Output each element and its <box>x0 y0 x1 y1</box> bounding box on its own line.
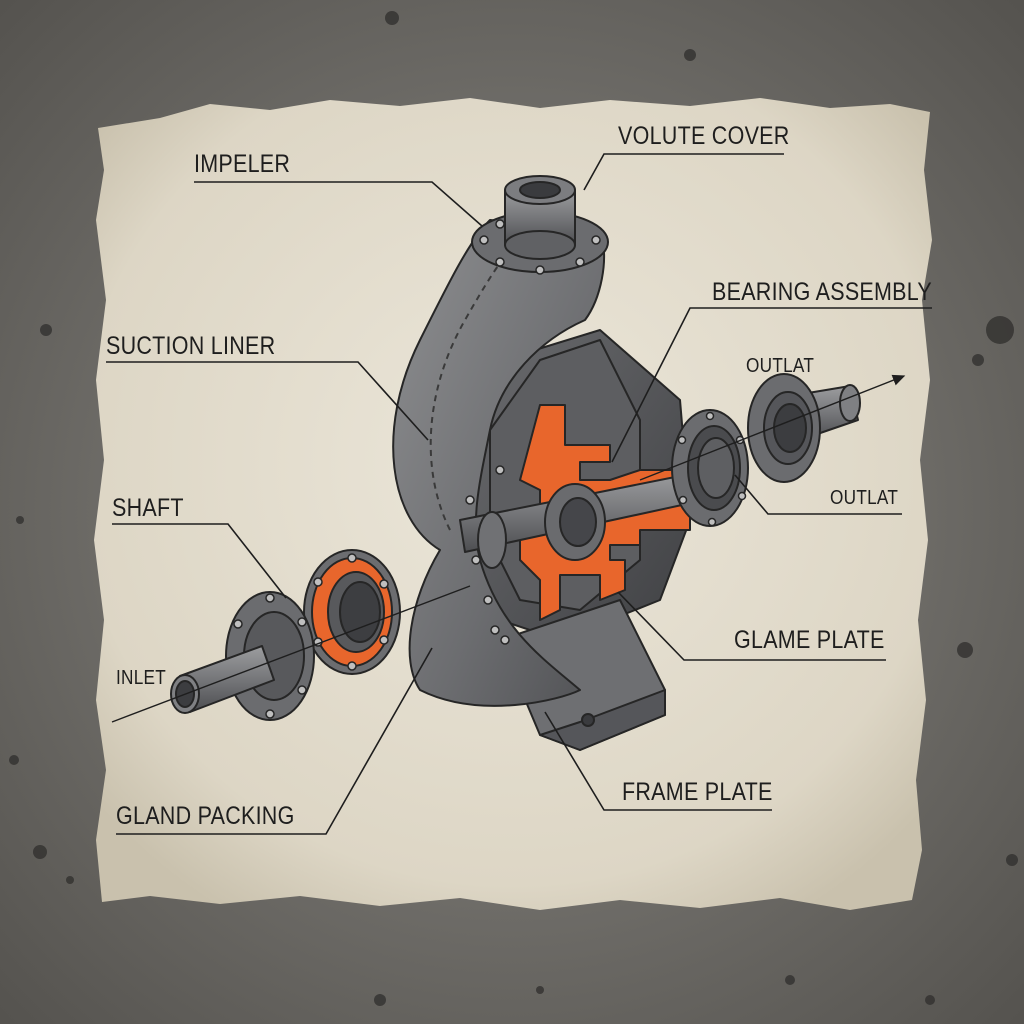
label-impeler: IMPELER <box>194 150 291 178</box>
leader-shaft <box>112 523 287 599</box>
label-shaft: SHAFT <box>112 494 184 522</box>
label-inlet: INLET <box>116 667 167 689</box>
leader-impeler <box>194 181 483 227</box>
label-volute-cover: VOLUTE COVER <box>618 122 790 150</box>
leader-gland-packing <box>116 647 433 835</box>
leader-suction-liner <box>106 361 429 441</box>
base-foot-face <box>539 689 666 751</box>
label-glame-plate: GLAME PLATE <box>734 626 885 654</box>
label-bearing-assembly: BEARING ASSEMBLY <box>712 278 933 306</box>
label-outlat-top: OUTLAT <box>746 355 815 377</box>
flow-axis-inlet <box>111 585 471 723</box>
leader-bearing-assembly <box>611 307 932 463</box>
leader-volute-cover <box>583 153 784 191</box>
leader-frame-plate <box>544 711 772 811</box>
leader-glame-plate <box>617 591 886 661</box>
leader-lines <box>106 153 932 835</box>
flow-axis-outlet <box>639 374 906 481</box>
label-frame-plate: FRAME PLATE <box>622 778 773 806</box>
label-suction-liner: SUCTION LINER <box>106 332 276 360</box>
pump-illustration <box>170 175 861 751</box>
leader-outlat <box>734 474 902 515</box>
label-outlat-right: OUTLAT <box>830 487 899 509</box>
concrete-speckles <box>9 11 1018 1006</box>
volute-seam-line <box>429 244 516 531</box>
label-gland-packing: GLAND PACKING <box>116 802 295 830</box>
